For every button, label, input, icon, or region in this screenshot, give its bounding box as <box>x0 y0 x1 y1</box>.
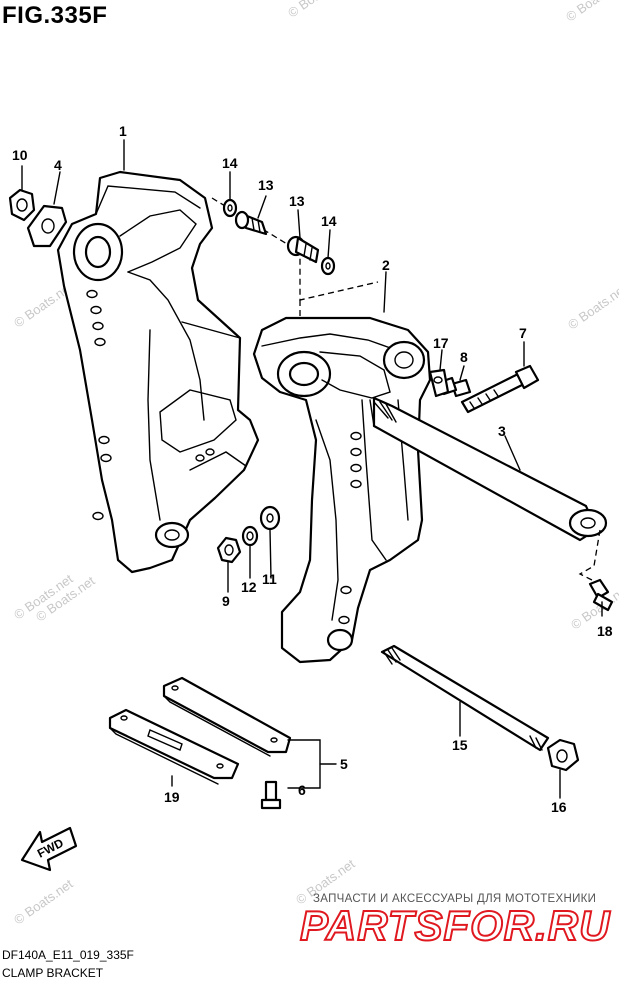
forward-arrow-icon: FWD <box>20 826 78 872</box>
callout-3: 3 <box>498 423 506 439</box>
callout-10: 10 <box>12 147 28 163</box>
watermark: © Boats.net <box>11 876 76 928</box>
callout-9: 9 <box>222 593 230 609</box>
part-7-bolt <box>460 364 540 414</box>
part-9-nut <box>216 536 242 564</box>
callout-13-upper: 13 <box>258 177 274 193</box>
part-6-bolt <box>260 780 282 810</box>
part-13-bolt-lower <box>286 235 320 264</box>
adjustment-holes <box>86 289 215 521</box>
part-5-plate <box>162 676 292 757</box>
part-2-clamp-bracket-starboard <box>252 316 432 664</box>
leader-lines <box>21 139 603 799</box>
part-3-clamp-shaft <box>369 396 608 585</box>
callout-19: 19 <box>164 789 180 805</box>
part-12-washer <box>241 525 259 547</box>
part-17-clip <box>428 368 450 398</box>
callout-7: 7 <box>519 325 527 341</box>
shop-tagline: ЗАПЧАСТИ И АКСЕССУАРЫ ДЛЯ МОТОТЕХНИКИ <box>313 893 597 905</box>
part-19-plate <box>108 708 240 785</box>
callout-2: 2 <box>382 257 390 273</box>
figure-caption: CLAMP BRACKET <box>2 966 104 980</box>
callout-11: 11 <box>262 571 277 587</box>
part-14-washer-lower <box>320 256 336 276</box>
callout-8: 8 <box>460 349 468 365</box>
watermark: © Boats.net <box>565 281 619 333</box>
part-10-nut <box>8 188 36 222</box>
callout-5: 5 <box>340 756 348 772</box>
callout-13-lower: 13 <box>289 193 305 209</box>
watermark: © Boats.net <box>285 0 350 20</box>
callout-4: 4 <box>54 157 62 173</box>
figure-title: FIG.335F <box>2 2 108 29</box>
callout-6: 6 <box>298 782 306 798</box>
adjustment-holes <box>338 431 362 625</box>
callout-18: 18 <box>597 623 613 639</box>
callout-15: 15 <box>452 737 468 753</box>
part-11-washer <box>259 505 281 531</box>
part-14-washer-upper <box>222 198 238 218</box>
part-15-through-bolt <box>380 644 550 752</box>
callout-14-upper: 14 <box>222 155 238 171</box>
callouts: 1 2 3 4 5 6 7 8 9 10 11 12 13 13 14 14 1… <box>12 123 613 815</box>
part-18-bolt <box>588 578 614 612</box>
shop-logo: PARTSFOR.RU <box>299 901 611 950</box>
part-4-plate <box>26 204 68 248</box>
callout-14-lower: 14 <box>321 213 337 229</box>
callout-16: 16 <box>551 799 567 815</box>
callout-17: 17 <box>433 335 449 351</box>
figure-code: DF140A_E11_019_335F <box>2 948 134 962</box>
part-13-bolt-upper <box>234 210 268 236</box>
callout-1: 1 <box>119 123 127 139</box>
part-16-nut <box>546 738 580 772</box>
part-1-clamp-bracket-port <box>56 170 260 574</box>
callout-12: 12 <box>241 579 257 595</box>
watermark: © Boats.net <box>563 0 619 24</box>
